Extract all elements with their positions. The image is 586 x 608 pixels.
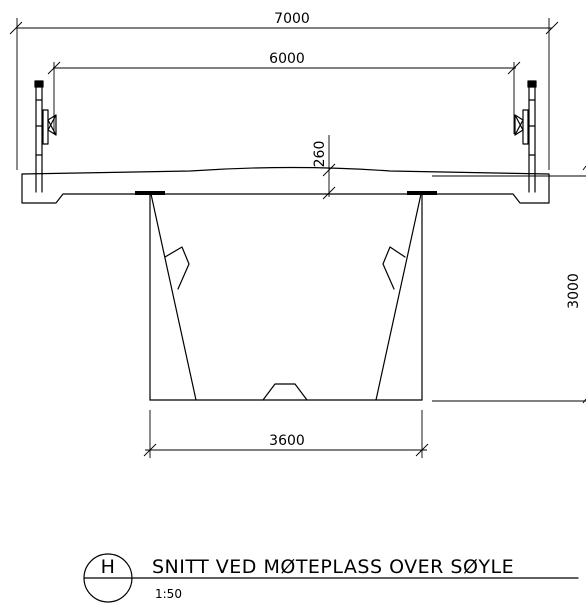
- left-railing: [34, 80, 57, 193]
- section-marker: H: [101, 556, 116, 578]
- dim-deck-thickness-label: 260: [312, 141, 328, 168]
- dim-inner-width-label: 6000: [269, 51, 305, 67]
- dim-pier-base: 3600: [143, 410, 429, 458]
- dim-pier-height: 3000: [432, 165, 586, 404]
- section-title: SNITT VED MØTEPLASS OVER SØYLE: [152, 556, 514, 578]
- title-block: H SNITT VED MØTEPLASS OVER SØYLE 1:50: [83, 553, 579, 603]
- deck-slab: [21, 166, 550, 204]
- dim-pier-base-label: 3600: [269, 433, 305, 449]
- dim-overall-width-label: 7000: [274, 11, 310, 27]
- section-scale: 1:50: [155, 587, 182, 601]
- pier: [149, 193, 423, 401]
- right-railing: [514, 80, 537, 193]
- dim-deck-thickness: 260: [312, 135, 336, 200]
- dim-overall-width: 7000: [9, 11, 559, 170]
- dim-inner-width: 6000: [47, 51, 521, 134]
- dim-pier-height-label: 3000: [566, 273, 582, 309]
